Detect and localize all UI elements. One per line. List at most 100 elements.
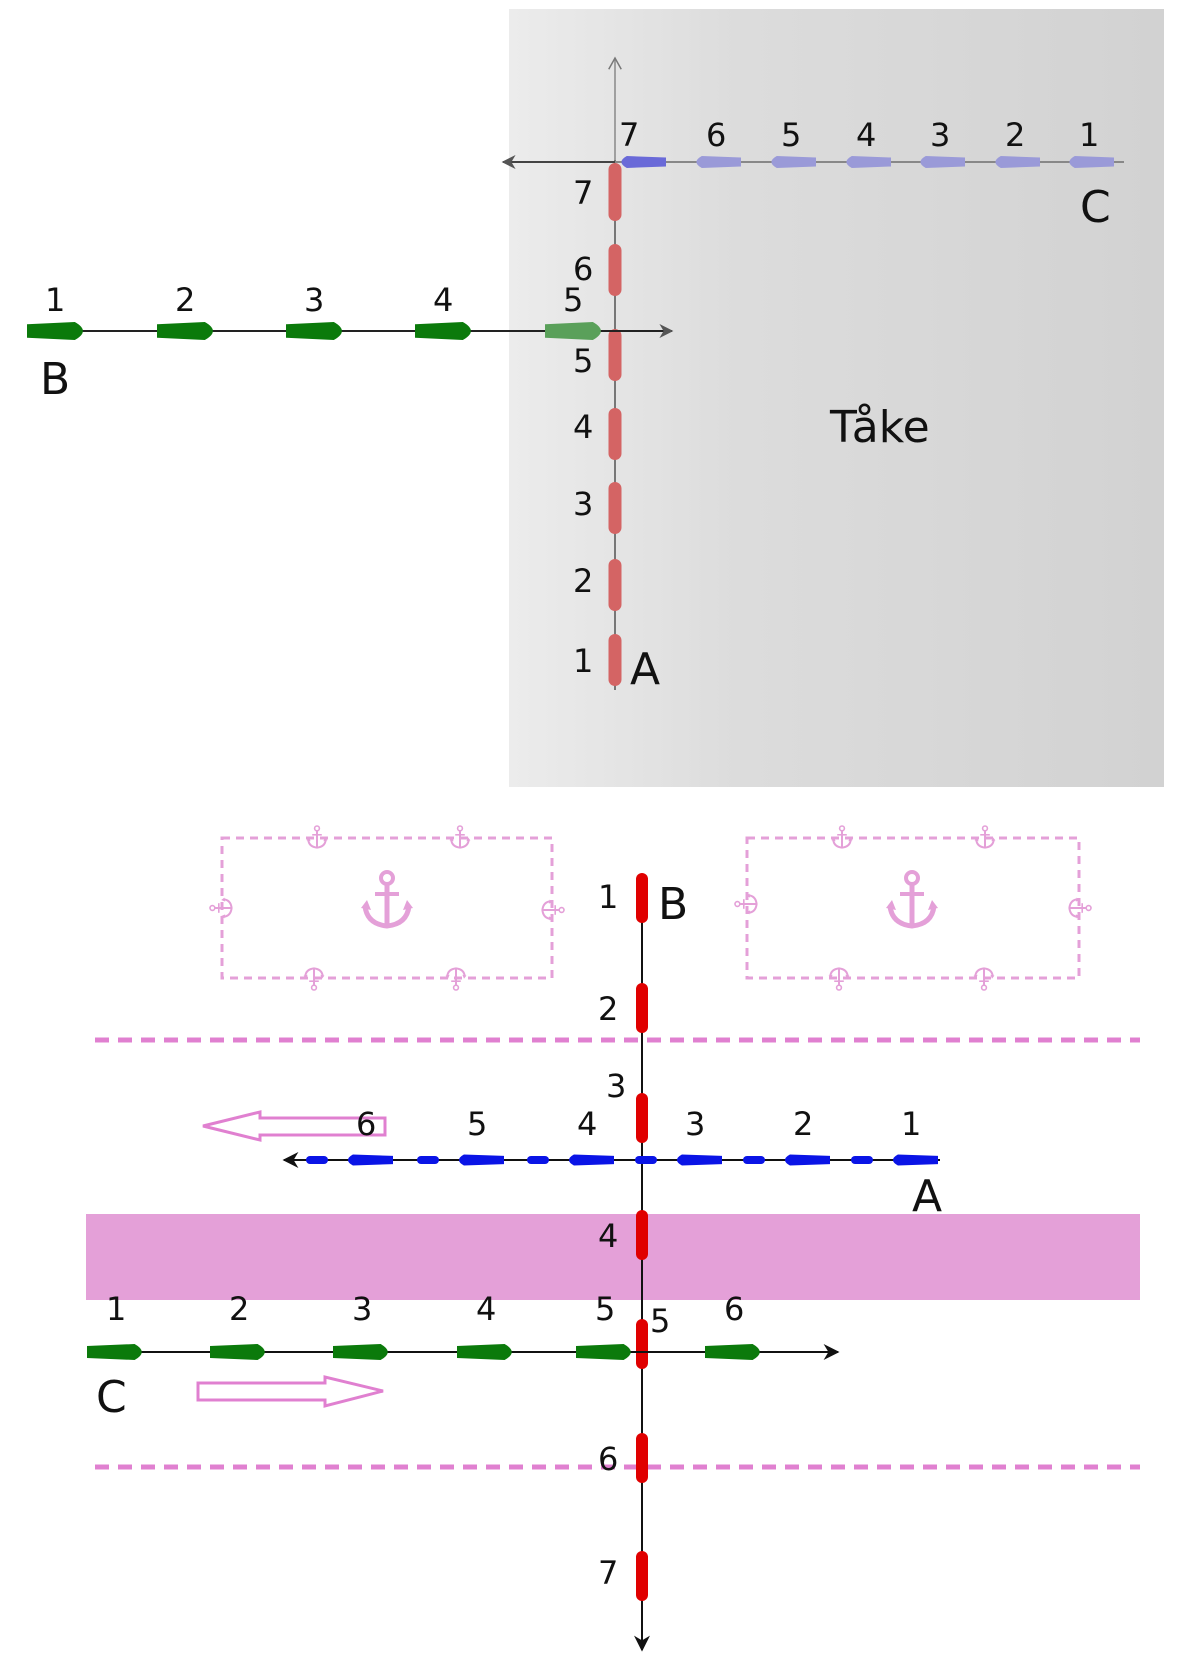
red-ship (608, 329, 622, 381)
green-ship (705, 1344, 760, 1360)
blue-ship-number: 3 (930, 116, 950, 154)
green-ship-number: 3 (304, 281, 324, 319)
bottom-green-label: C (96, 1372, 127, 1423)
red-ship-number: 7 (573, 174, 593, 212)
top-red-label: A (630, 644, 660, 695)
red-ship-number: 3 (606, 1067, 626, 1105)
green-ship-number: 5 (563, 281, 583, 319)
blue-ship-number: 1 (901, 1105, 921, 1143)
blue-ship-number: 6 (356, 1105, 376, 1143)
green-ship-number: 5 (595, 1290, 615, 1328)
red-ship-number: 1 (598, 878, 618, 916)
red-ship-number: 2 (598, 990, 618, 1028)
red-ship-number: 4 (598, 1217, 618, 1255)
red-ship (636, 873, 648, 923)
red-ship (608, 244, 622, 296)
red-ship-number: 3 (573, 485, 593, 523)
anchorage-right (733, 824, 1093, 992)
green-ship (457, 1344, 512, 1360)
bottom-red-label: B (658, 879, 688, 930)
blue-ship-tug (417, 1156, 439, 1164)
anchor-icon (886, 872, 938, 926)
blue-ship-number: 5 (467, 1105, 487, 1143)
blue-ship (676, 1154, 722, 1166)
blue-ship-number: 7 (619, 116, 639, 154)
blue-ship (1069, 156, 1114, 168)
blue-ship-number: 2 (793, 1105, 813, 1143)
blue-ship-number: 4 (577, 1105, 597, 1143)
top-green-label: B (40, 354, 70, 405)
bottom-red-ships: 1 2 3 4 5 6 7 (598, 873, 670, 1601)
blue-ship (771, 156, 816, 168)
blue-ship-tug (306, 1156, 328, 1164)
green-ship (576, 1344, 631, 1360)
blue-ship-number: 3 (685, 1105, 705, 1143)
red-ship-number: 6 (573, 250, 593, 288)
green-ship-number: 4 (476, 1290, 496, 1328)
separation-zone (86, 1214, 1140, 1300)
red-ship (608, 559, 622, 611)
red-ship (636, 1551, 648, 1601)
anchor-icon (361, 872, 413, 926)
red-ship (608, 163, 622, 221)
blue-ship-number: 4 (856, 116, 876, 154)
anchor-icon (444, 967, 468, 992)
traffic-direction-west-arrow (202, 1110, 387, 1142)
red-ship (636, 1210, 648, 1260)
red-ship (608, 634, 622, 686)
anchorage-left (208, 824, 566, 992)
traffic-direction-east-arrow (196, 1375, 384, 1408)
blue-ship (347, 1154, 393, 1166)
blue-ship (696, 156, 741, 168)
bottom-blue-ships: 6 5 4 3 2 1 (306, 1105, 938, 1166)
blue-ship (784, 1154, 830, 1166)
blue-ship-number: 2 (1005, 116, 1025, 154)
green-ship (333, 1344, 388, 1360)
red-ship-number: 5 (573, 342, 593, 380)
blue-ship-tug (743, 1156, 765, 1164)
blue-ship (621, 156, 666, 168)
green-ship (415, 322, 471, 340)
red-ship-number: 5 (650, 1302, 670, 1340)
blue-ship (892, 1154, 938, 1166)
anchor-icon (208, 896, 233, 920)
green-ship-number: 3 (352, 1290, 372, 1328)
red-ship-number: 1 (573, 642, 593, 680)
anchorage-right-border (745, 836, 1081, 980)
blue-ship (920, 156, 965, 168)
top-blue-label: C (1080, 182, 1111, 233)
red-ship (636, 1093, 648, 1143)
green-ship-number: 4 (433, 281, 453, 319)
green-ship (210, 1344, 265, 1360)
red-ship (636, 1319, 648, 1369)
red-ship-number: 6 (598, 1440, 618, 1478)
blue-ship-number: 6 (706, 116, 726, 154)
blue-ship (846, 156, 891, 168)
green-ship (545, 322, 601, 340)
blue-ship-tug (635, 1156, 657, 1164)
green-ship (27, 322, 83, 340)
blue-ship (458, 1154, 504, 1166)
blue-ship-number: 5 (781, 116, 801, 154)
red-ship (636, 983, 648, 1033)
red-ship (636, 1433, 648, 1483)
green-ship (157, 322, 213, 340)
green-ship-number: 2 (229, 1290, 249, 1328)
red-ship-number: 7 (598, 1554, 618, 1592)
bottom-blue-label: A (912, 1171, 942, 1222)
fog-label: Tåke (829, 402, 930, 453)
red-ship (608, 482, 622, 534)
green-ship (87, 1344, 142, 1360)
green-ship-number: 1 (45, 281, 65, 319)
blue-ship-tug (527, 1156, 549, 1164)
red-ship-number: 2 (573, 562, 593, 600)
blue-ship (568, 1154, 614, 1166)
red-ship (608, 408, 622, 460)
